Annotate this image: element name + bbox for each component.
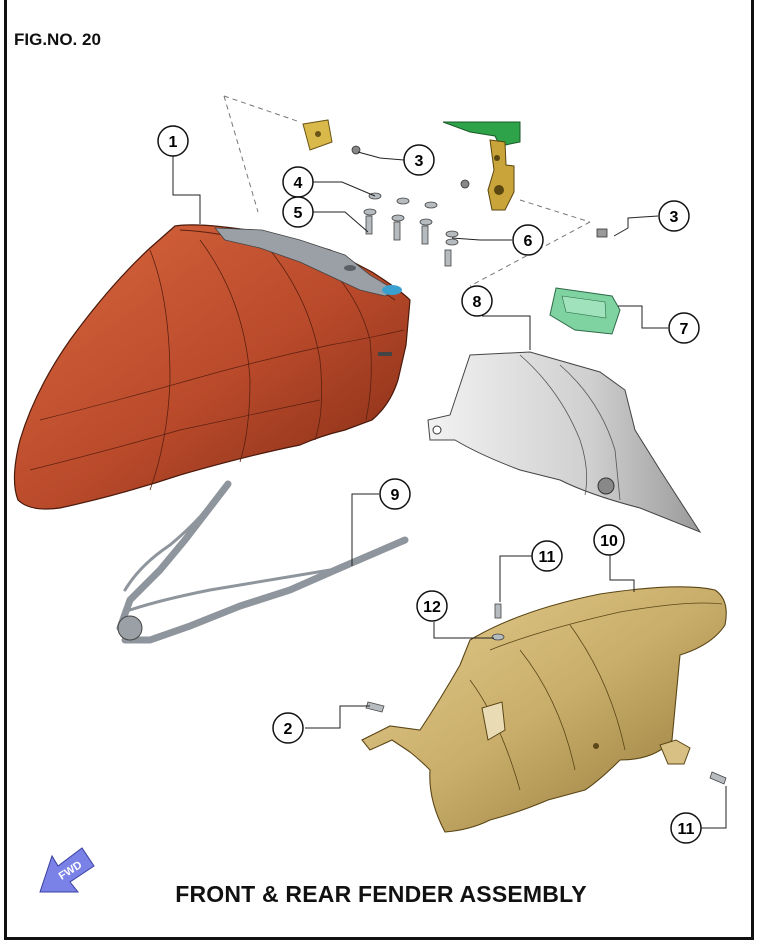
front-fender	[13, 224, 411, 510]
callout-1: 1	[157, 125, 189, 157]
diagram-title: FRONT & REAR FENDER ASSEMBLY	[175, 881, 587, 907]
callout-7: 7	[668, 312, 700, 344]
callout-9: 9	[379, 478, 411, 510]
callout-3a: 3	[403, 144, 435, 176]
callouts: 1 3 4 5 3 6 8 7 9 10 11 12 2 11	[157, 125, 702, 844]
diagram-frame	[4, 0, 754, 940]
callout-6: 6	[512, 224, 544, 256]
fastener-group	[363, 192, 459, 267]
callout-8: 8	[461, 285, 493, 317]
clip-bracket	[549, 287, 621, 335]
mount-bracket-assembly	[442, 121, 608, 238]
callout-label: 11	[678, 821, 695, 838]
callout-4: 4	[282, 166, 314, 198]
callout-label: 4	[294, 175, 303, 192]
callout-label: 10	[600, 533, 618, 550]
callout-12: 12	[416, 590, 448, 622]
fwd-arrow: FWD	[39, 847, 95, 893]
callout-label: 12	[423, 599, 441, 616]
brake-hose	[116, 480, 409, 644]
callout-label: 2	[284, 721, 293, 738]
callout-label: 3	[670, 209, 679, 226]
screws	[365, 603, 727, 785]
small-gold-bracket	[302, 119, 361, 155]
callout-11a: 11	[531, 540, 563, 572]
callout-label: 1	[169, 134, 178, 151]
callout-label: 8	[473, 294, 482, 311]
callout-label: 7	[680, 321, 689, 338]
callout-5: 5	[282, 196, 314, 228]
callout-3b: 3	[658, 200, 690, 232]
mud-guard	[427, 351, 702, 534]
callout-11b: 11	[670, 812, 702, 844]
leader-lines	[172, 151, 727, 829]
callout-2: 2	[272, 712, 304, 744]
callout-label: 6	[524, 233, 533, 250]
callout-label: 9	[391, 487, 400, 504]
callout-label: 5	[294, 205, 303, 222]
callout-label: 3	[415, 153, 424, 170]
rear-fender	[361, 586, 727, 833]
callout-label: 11	[539, 549, 556, 566]
figure-number: FIG.NO. 20	[14, 30, 101, 49]
callout-10: 10	[593, 524, 625, 556]
